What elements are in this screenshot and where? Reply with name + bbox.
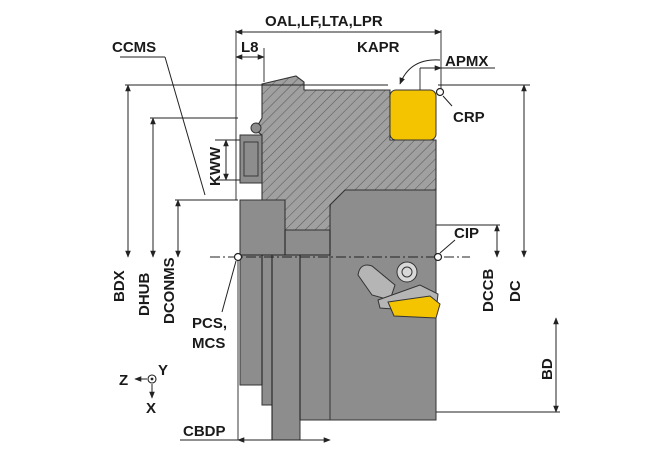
label-crp: CRP <box>453 109 485 126</box>
ccms-leader-2 <box>164 56 206 196</box>
cross-section <box>250 75 437 231</box>
bolt-hole <box>250 122 262 134</box>
label-bd: BD <box>539 358 556 380</box>
label-dc: DC <box>507 280 524 302</box>
extension-lines <box>125 30 560 440</box>
label-l8: L8 <box>241 39 259 56</box>
crp-marker <box>435 87 445 97</box>
cip-leader <box>439 239 456 254</box>
label-axis-x: X <box>146 400 156 417</box>
crp-leader <box>442 95 453 107</box>
label-apmx: APMX <box>445 53 488 70</box>
label-dhub: DHUB <box>136 273 153 316</box>
pcs-origin-marker <box>233 252 243 262</box>
label-axis-y: Y <box>158 362 168 379</box>
dimension-lines <box>120 29 559 443</box>
clamp-assembly <box>357 261 441 319</box>
keyway-slot <box>243 141 259 177</box>
label-oal: OAL,LF,LTA,LPR <box>265 13 383 30</box>
cutter-body <box>239 134 437 441</box>
label-ccms: CCMS <box>112 39 156 56</box>
label-axis-z: Z <box>119 372 128 389</box>
label-dccb: DCCB <box>480 269 497 312</box>
label-bdx: BDX <box>111 270 128 302</box>
insert-top <box>389 89 437 141</box>
coordinate-triad <box>134 374 157 399</box>
label-mcs: MCS <box>192 335 225 352</box>
label-cip: CIP <box>454 225 479 242</box>
label-cbdp: CBDP <box>183 423 226 440</box>
clamp-screw <box>396 261 418 283</box>
label-dconms: DCONMS <box>161 257 178 324</box>
label-kww: KWW <box>207 146 224 186</box>
insert-side <box>387 295 441 319</box>
label-pcs: PCS, <box>192 315 227 332</box>
dim-kapr-arc <box>399 59 441 85</box>
cip-marker <box>433 252 443 262</box>
label-kapr: KAPR <box>357 39 400 56</box>
pcs-leader <box>221 260 237 313</box>
